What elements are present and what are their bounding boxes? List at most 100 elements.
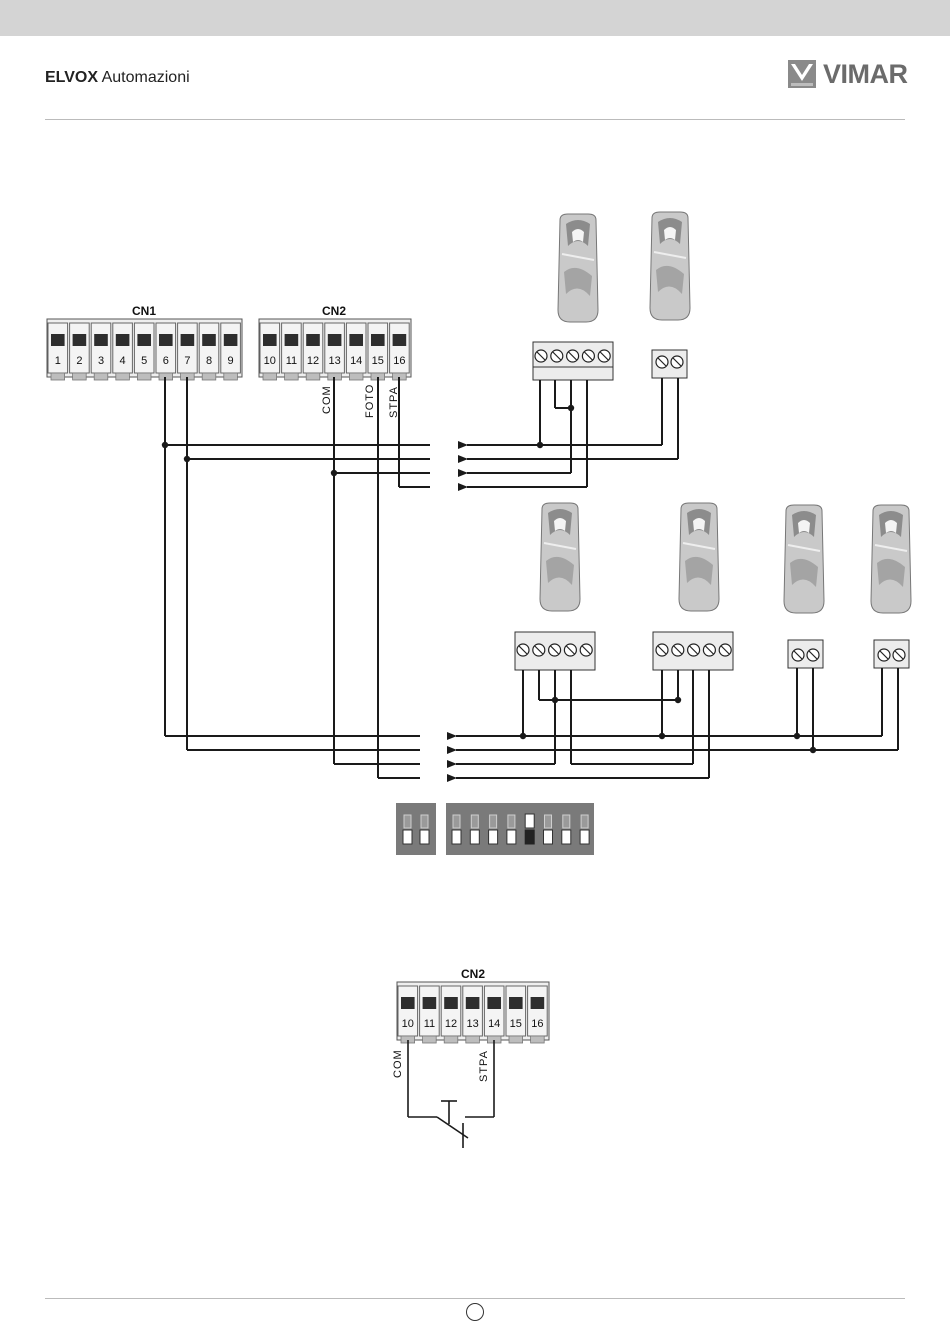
cn2-detail-terminal-12: 12 (441, 986, 461, 1043)
cn2-terminal-14: 14 (346, 323, 366, 380)
cn1-terminal-number: 7 (184, 355, 190, 367)
dip8-switch-2 (470, 815, 479, 844)
rx-top-screw-1 (535, 350, 547, 362)
cn2-detail-terminal-10: 10 (398, 986, 418, 1043)
cn2-detail-label: CN2 (461, 967, 485, 981)
cn1-terminal-number: 8 (206, 355, 212, 367)
dip8-switch-4 (507, 815, 516, 844)
tx-top-screw-2 (671, 356, 683, 368)
tx-1-screw-2 (807, 649, 819, 661)
cn2-detail-terminal-15: 15 (506, 986, 526, 1043)
cn2-detail-terminal-number: 10 (402, 1018, 414, 1030)
rx-top-screw-3 (567, 350, 579, 362)
rx-2-screw-4 (703, 644, 715, 656)
dip-switch-2way (396, 803, 436, 855)
dip2-switch-1 (403, 815, 412, 844)
cn2-terminal-10: 10 (260, 323, 280, 380)
rx-top-screw-5 (598, 350, 610, 362)
cn1-terminal-number: 2 (76, 355, 82, 367)
rx-2-screw-3 (688, 644, 700, 656)
cn2-terminal-11: 11 (282, 323, 302, 380)
cn2-terminal-number: 14 (350, 355, 362, 367)
cn1-connector: CN1 1 2 3 4 5 6 7 8 9 (47, 304, 242, 380)
dip8-switch-6 (544, 815, 553, 844)
rx-2-screw-2 (672, 644, 684, 656)
cn1-terminal-8: 8 (199, 323, 219, 380)
cn2-com-label: COM (321, 385, 333, 414)
rx-1-screw-2 (533, 644, 545, 656)
photocell-tx-1 (784, 505, 824, 613)
cn1-terminal-3: 3 (91, 323, 111, 380)
tx-2-screw-1 (878, 649, 890, 661)
terminal-block-tx-2 (874, 640, 909, 668)
rx-1-screw-5 (580, 644, 592, 656)
cn1-terminal-6: 6 (156, 323, 176, 380)
cn2-terminal-number: 15 (372, 355, 384, 367)
wiring-top (165, 378, 678, 487)
cn2-terminal-number: 12 (307, 355, 319, 367)
dip8-switch-1 (452, 815, 461, 844)
rx-2-screw-1 (656, 644, 668, 656)
wiring-bottom (165, 668, 898, 778)
cn2-detail-terminal-number: 14 (488, 1018, 500, 1030)
cn2-detail-connector: CN2 10 11 12 13 14 15 16 COM STPA (392, 967, 549, 1082)
cn2-detail-terminal-number: 11 (424, 1018, 435, 1030)
cn1-terminal-number: 9 (228, 355, 234, 367)
rx-1-screw-1 (517, 644, 529, 656)
terminal-block-rx-1 (515, 632, 595, 670)
photocell-tx-top (558, 214, 598, 322)
rx-2-screw-5 (719, 644, 731, 656)
tx-top-screw-1 (656, 356, 668, 368)
cn1-terminal-9: 9 (221, 323, 241, 380)
cn2-detail-terminal-16: 16 (528, 986, 548, 1043)
photocell-rx-1 (540, 503, 580, 611)
terminal-block-tx-1 (788, 640, 823, 668)
cn2-terminal-15: 15 (368, 323, 388, 380)
cn2-detail-com-label: COM (392, 1049, 404, 1078)
dip8-switch-3 (489, 815, 498, 844)
cn1-terminal-number: 6 (163, 355, 169, 367)
tx-2-screw-2 (893, 649, 905, 661)
cn1-terminal-number: 1 (55, 355, 61, 367)
dip-switch-8way (446, 803, 594, 855)
cn1-terminal-number: 4 (120, 355, 126, 367)
cn1-terminal-number: 5 (141, 355, 147, 367)
page-number-circle (466, 1303, 484, 1321)
rx-1-screw-3 (549, 644, 561, 656)
photocell-rx-2 (679, 503, 719, 611)
cn2-detail-terminal-11: 11 (420, 986, 440, 1043)
cn2-detail-terminal-number: 13 (466, 1018, 478, 1030)
cn2-detail-terminal-14: 14 (484, 986, 504, 1043)
cn1-terminal-4: 4 (113, 323, 133, 380)
wiring-bottom-junctions (520, 697, 816, 753)
terminal-block-rx-2 (653, 632, 733, 670)
dip8-switch-8 (580, 815, 589, 844)
terminal-block-rx-top (533, 342, 613, 380)
cn2-foto-label: FOTO (364, 384, 376, 418)
dip8-switch-7 (562, 815, 571, 844)
photocell-tx-2 (871, 505, 911, 613)
cn2-detail-stpa-label: STPA (478, 1050, 490, 1082)
cn2-detail-terminal-number: 16 (531, 1018, 543, 1030)
terminal-block-tx-top (652, 350, 687, 378)
cn2-terminal-number: 10 (264, 355, 276, 367)
cn2-terminal-number: 13 (328, 355, 340, 367)
dip2-switch-2 (420, 815, 429, 844)
cn1-terminal-7: 7 (178, 323, 198, 380)
rx-1-screw-4 (564, 644, 576, 656)
footer-rule (45, 1298, 905, 1299)
rx-top-screw-2 (551, 350, 563, 362)
cn2-label: CN2 (322, 304, 346, 318)
cn1-terminal-number: 3 (98, 355, 104, 367)
cn1-label: CN1 (132, 304, 156, 318)
cn2-detail-terminal-number: 12 (445, 1018, 457, 1030)
cn2-terminal-12: 12 (303, 323, 323, 380)
cn1-terminal-5: 5 (134, 323, 154, 380)
cn2-terminal-number: 11 (286, 355, 297, 367)
rx-top-screw-4 (582, 350, 594, 362)
cn2-detail-terminal-number: 15 (510, 1018, 522, 1030)
cn1-terminal-1: 1 (48, 323, 68, 380)
cn2-terminal-16: 16 (390, 323, 410, 380)
tx-1-screw-1 (792, 649, 804, 661)
